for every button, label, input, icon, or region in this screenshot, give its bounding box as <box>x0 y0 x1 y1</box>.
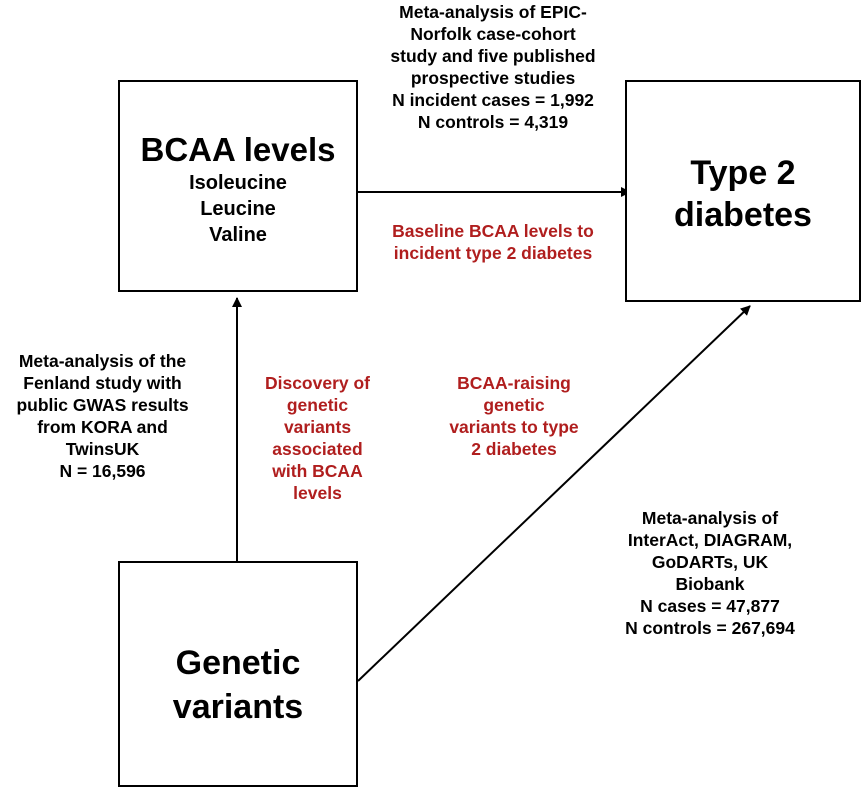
top-meta-line: study and five published <box>390 46 596 66</box>
discovery-line: with BCAA <box>272 461 363 481</box>
raising-line: genetic <box>483 395 545 415</box>
t2d-line-1: Type 2 <box>690 154 796 192</box>
discovery-line: associated <box>272 439 363 459</box>
type-2-diabetes-box: Type 2 diabetes <box>625 80 861 302</box>
top-meta-line: Meta-analysis of EPIC- <box>399 2 587 22</box>
top-meta-line: Norfolk case-cohort <box>410 24 576 44</box>
top-meta-line: N incident cases = 1,992 <box>392 90 594 110</box>
baseline-bcaa-text: Baseline BCAA levels to incident type 2 … <box>360 220 626 264</box>
left-meta-line: from KORA and <box>37 417 168 437</box>
left-meta-line: Meta-analysis of the <box>18 351 187 371</box>
top-meta-line: prospective studies <box>410 68 576 88</box>
right-meta-line: Biobank <box>675 574 745 594</box>
t2d-line-2: diabetes <box>674 196 812 234</box>
discovery-line: variants <box>283 417 352 437</box>
right-meta-analysis-text: Meta-analysis of InterAct, DIAGRAM, GoDA… <box>590 507 830 639</box>
right-meta-line: Meta-analysis of <box>641 508 779 528</box>
baseline-line: Baseline BCAA levels to <box>392 221 594 241</box>
raising-line: 2 diabetes <box>471 439 557 459</box>
genetic-line-1: Genetic <box>175 644 301 682</box>
raising-line: BCAA-raising <box>457 373 571 393</box>
bcaa-item-valine: Valine <box>209 224 267 246</box>
arrow-genetic-to-t2d <box>357 305 751 682</box>
raising-line: variants to type <box>449 417 579 437</box>
discovery-genetic-variants-text: Discovery of genetic variants associated… <box>245 372 390 504</box>
left-meta-line: TwinsUK <box>65 439 140 459</box>
left-meta-line: N = 16,596 <box>59 461 146 481</box>
bcaa-levels-box: BCAA levels Isoleucine Leucine Valine <box>118 80 358 292</box>
right-meta-line: N cases = 47,877 <box>640 596 780 616</box>
left-meta-line: public GWAS results <box>16 395 189 415</box>
bcaa-item-isoleucine: Isoleucine <box>189 172 287 194</box>
right-meta-line: GoDARTs, UK <box>651 552 769 572</box>
right-meta-line: InterAct, DIAGRAM, <box>627 530 793 550</box>
discovery-line: genetic <box>286 395 349 415</box>
discovery-line: Discovery of <box>264 373 371 393</box>
right-meta-line: N controls = 267,694 <box>625 618 795 638</box>
bcaa-levels-title: BCAA levels <box>140 131 336 168</box>
bcaa-item-leucine: Leucine <box>200 198 276 220</box>
bcaa-raising-variants-text: BCAA-raising genetic variants to type 2 … <box>424 372 604 460</box>
left-meta-analysis-text: Meta-analysis of the Fenland study with … <box>0 350 205 482</box>
top-meta-line: N controls = 4,319 <box>417 112 569 132</box>
left-meta-line: Fenland study with <box>23 373 182 393</box>
genetic-line-2: variants <box>172 688 304 726</box>
baseline-line: incident type 2 diabetes <box>393 243 593 263</box>
top-meta-analysis-text: Meta-analysis of EPIC- Norfolk case-coho… <box>360 1 626 133</box>
discovery-line: levels <box>293 483 342 503</box>
genetic-variants-box: Genetic variants <box>118 561 358 787</box>
